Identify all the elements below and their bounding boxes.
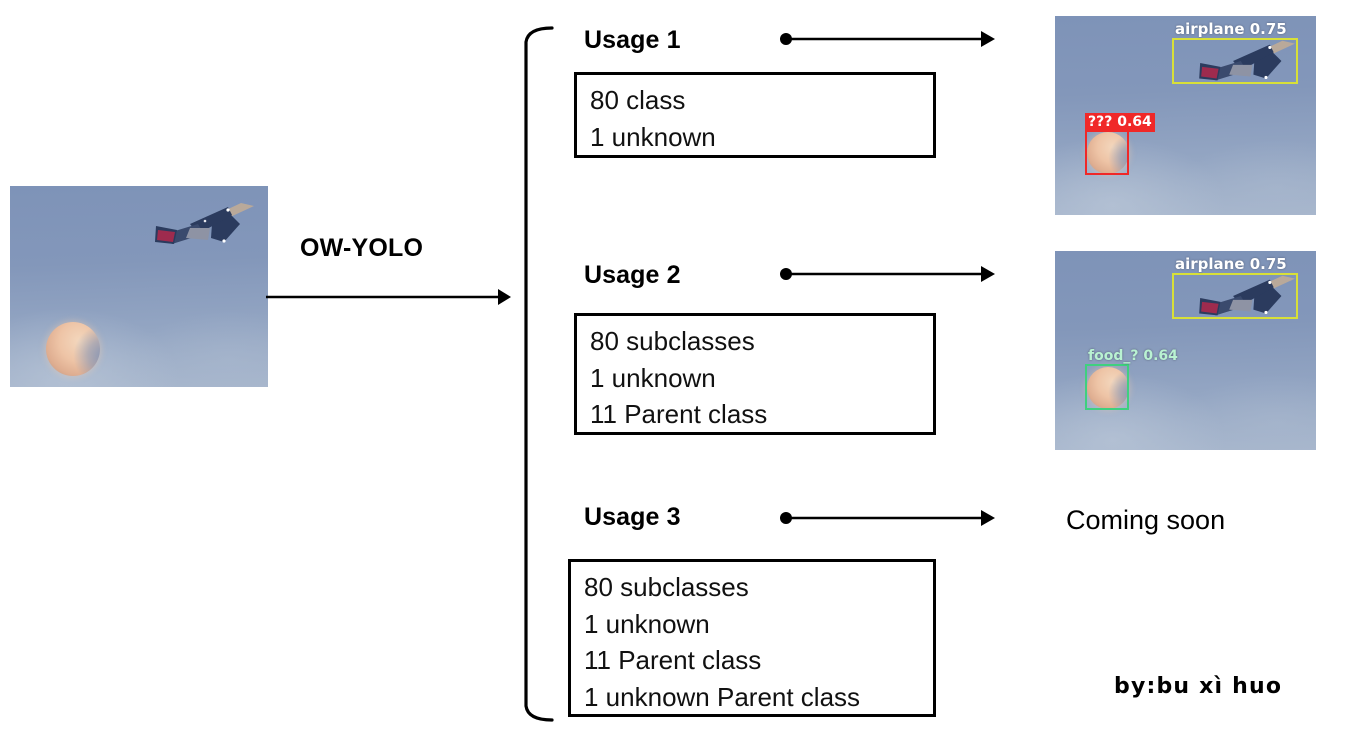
detection-box-food <box>1085 364 1129 410</box>
usage-3-line-2: 1 unknown <box>584 608 710 639</box>
byline-text: by:bu xì huo <box>1114 674 1283 699</box>
usage-2-line-2: 1 unknown <box>590 362 716 393</box>
detection-label-airplane: airplane 0.75 <box>1175 20 1287 38</box>
usage-3-title: Usage 3 <box>584 503 681 531</box>
detection-label-food: food_? 0.64 <box>1088 348 1178 364</box>
usage-1-result-photo: airplane 0.75 ??? 0.64 <box>1055 16 1316 215</box>
usage-1-title: Usage 1 <box>584 26 681 54</box>
moon <box>1087 367 1129 409</box>
usage-1-line-1: 80 class <box>590 85 686 115</box>
usage-1-box: 80 class 1 unknown <box>574 72 936 158</box>
main-arrow <box>266 289 511 305</box>
airplane <box>155 203 254 244</box>
input-photo <box>10 186 268 387</box>
detection-label-airplane: airplane 0.75 <box>1175 255 1287 273</box>
usage-3-line-3: 11 Parent class <box>584 645 762 676</box>
usage-3-line-4: 1 unknown Parent class <box>584 681 861 712</box>
detection-box-unknown <box>1085 129 1129 175</box>
usage-2-box: 80 subclasses 1 unknown 11 Parent class <box>574 313 936 435</box>
detection-label-unknown: ??? 0.64 <box>1085 113 1155 132</box>
usage-3-line-1: 80 subclasses <box>584 572 749 602</box>
usage-2-title: Usage 2 <box>584 261 681 289</box>
usage-3-arrow <box>780 510 995 526</box>
moon <box>46 322 100 376</box>
usage-2-line-3: 11 Parent class <box>590 399 768 430</box>
usage-2-arrow <box>780 266 995 282</box>
usage-1-line-2: 1 unknown <box>590 121 716 152</box>
grouping-bracket <box>524 26 554 722</box>
airplane <box>1199 40 1295 81</box>
detection-box-airplane <box>1172 273 1298 319</box>
coming-soon-text: Coming soon <box>1066 505 1226 535</box>
usage-2-line-1: 80 subclasses <box>590 326 755 356</box>
model-label: OW-YOLO <box>300 234 424 262</box>
usage-3-box: 80 subclasses 1 unknown 11 Parent class … <box>568 559 936 717</box>
airplane <box>1199 275 1295 316</box>
detection-box-airplane <box>1172 38 1298 84</box>
moon <box>1087 132 1129 174</box>
usage-2-result-photo: airplane 0.75 food_? 0.64 <box>1055 251 1316 450</box>
usage-1-arrow <box>780 31 995 47</box>
